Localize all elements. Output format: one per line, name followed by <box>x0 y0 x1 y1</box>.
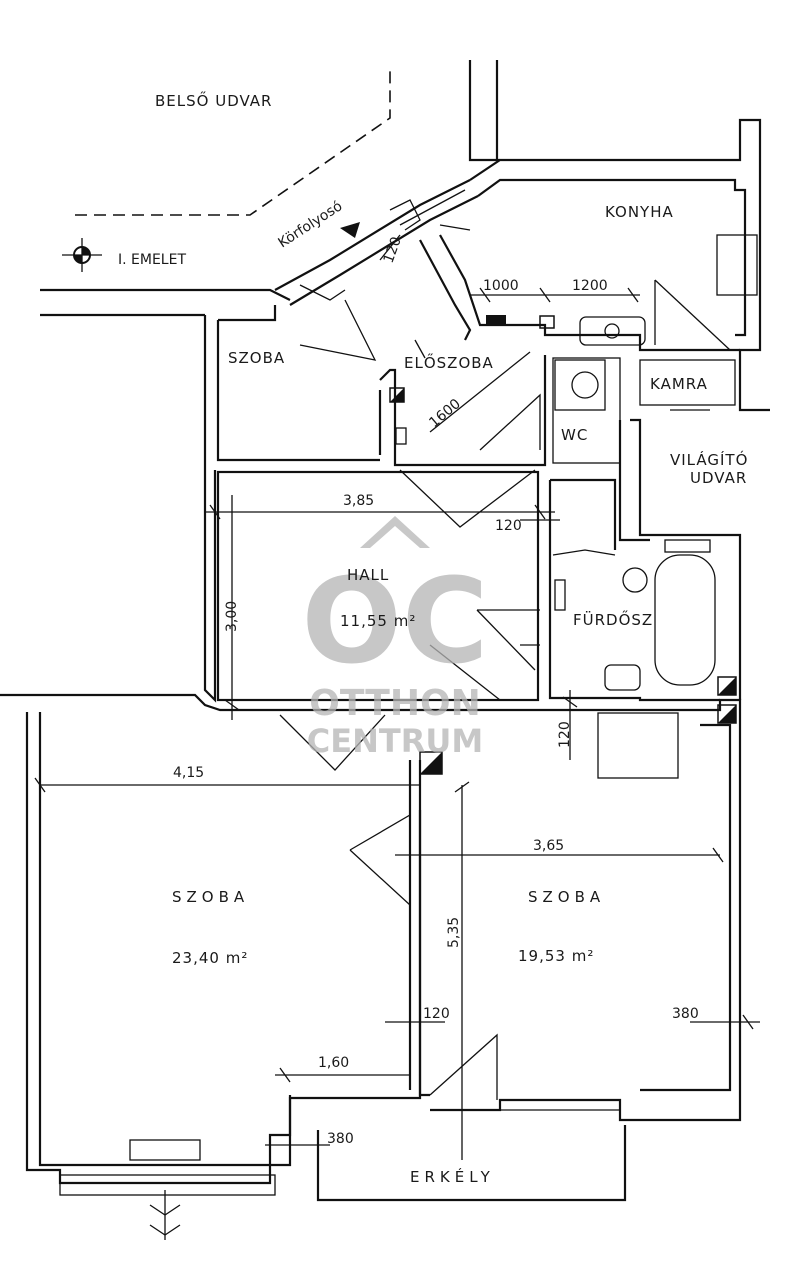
watermark-line2: CENTRUM <box>307 722 483 760</box>
wc-label: WC <box>561 426 588 444</box>
small-room-walls <box>203 299 380 703</box>
lightwell-label: VILÁGÍTÓ <box>670 450 748 469</box>
watermark-roof-icon <box>360 516 430 548</box>
bedroom-walls <box>0 693 742 1185</box>
dim-1-60: 1,60 <box>318 1055 349 1071</box>
hall-label: HALL <box>347 566 389 584</box>
entry-walls <box>378 234 740 467</box>
courtyard-label: BELSŐ UDVAR <box>155 90 272 110</box>
watermark: OC OTTHON CENTRUM <box>302 516 489 760</box>
dimension-lines <box>34 234 760 1160</box>
right-bedroom-label: SZOBA <box>528 888 605 906</box>
courtyard-boundary <box>40 60 500 317</box>
bathroom-walls <box>548 418 742 724</box>
dim-1000: 1000 <box>483 278 519 294</box>
bathroom-label: FÜRDŐSZ <box>573 609 653 629</box>
pantry-label: KAMRA <box>650 375 708 393</box>
dim-5-35: 5,35 <box>446 917 462 948</box>
dim-380-right: 380 <box>672 1006 699 1022</box>
hall-walls <box>216 469 540 702</box>
left-bedroom-label: SZOBA <box>172 888 249 906</box>
watermark-logo: OC <box>302 552 489 690</box>
corridor-label: Körfolyosó <box>275 198 345 251</box>
dim-hall-120: 120 <box>495 518 522 534</box>
stair-arrow-icon <box>340 222 360 238</box>
dim-1600: 1600 <box>426 396 464 431</box>
dim-4-15: 4,15 <box>173 765 204 781</box>
balcony-label: ERKÉLY <box>410 1167 495 1186</box>
hall-area: 11,55 m² <box>340 612 416 630</box>
kitchen-walls <box>469 118 770 412</box>
right-bedroom-area: 19,53 m² <box>518 947 594 965</box>
level-marker-icon <box>62 238 102 272</box>
dim-3-85: 3,85 <box>343 493 374 509</box>
lightwell-sublabel: UDVAR <box>690 469 747 487</box>
dim-3-65: 3,65 <box>533 838 564 854</box>
left-bedroom-area: 23,40 m² <box>172 949 248 967</box>
watermark-line1: OTTHON <box>309 683 480 724</box>
dim-bath-120: 120 <box>557 721 573 748</box>
corridor-walkway <box>274 179 479 306</box>
dim-1200: 1200 <box>572 278 608 294</box>
dim-3-00: 3,00 <box>224 601 240 632</box>
dim-corridor-120: 120 <box>381 235 405 266</box>
small-room-label: SZOBA <box>228 349 285 367</box>
floor-label: I. EMELET <box>118 252 186 268</box>
balcony-walls <box>59 1125 627 1240</box>
kitchen-label: KONYHA <box>605 203 674 221</box>
entry-hall-label: ELŐSZOBA <box>404 352 494 372</box>
dim-380-bottom: 380 <box>327 1131 354 1147</box>
dim-room-120: 120 <box>423 1006 450 1022</box>
